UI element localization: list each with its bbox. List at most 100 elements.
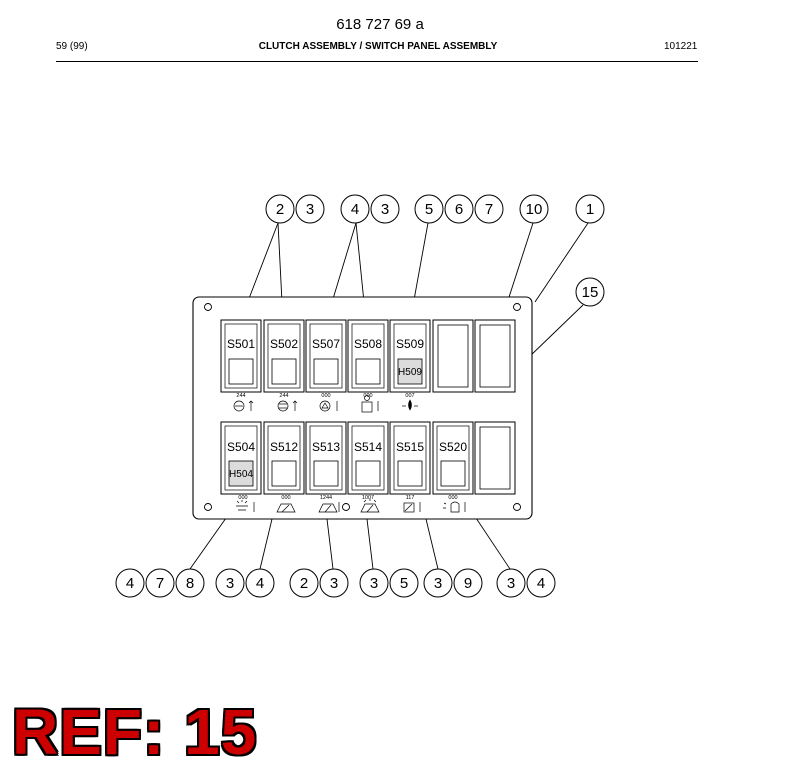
svg-text:4: 4: [537, 575, 545, 592]
svg-text:1: 1: [586, 201, 594, 218]
switch-label: S507: [312, 337, 340, 351]
seat-heater-icon: [361, 395, 379, 413]
callout-bubble: 3: [370, 194, 400, 224]
svg-text:5: 5: [425, 201, 433, 218]
window-wiper-icon: [403, 502, 421, 513]
callout-bubble: 2: [265, 194, 295, 224]
svg-text:4: 4: [256, 575, 264, 592]
callout-bubble: 3: [496, 568, 526, 598]
callout-bubble: 4: [526, 568, 556, 598]
lamp-dash-icon: [233, 400, 254, 412]
switch-s501: S501 244: [220, 319, 262, 399]
ref-label: REF: 15: [12, 696, 258, 768]
switch-symbols-bottom: [236, 499, 466, 513]
switch-label: S515: [396, 440, 424, 454]
switch-label: S514: [354, 440, 382, 454]
blank-switch-3: [474, 421, 516, 495]
svg-text:15: 15: [582, 284, 599, 301]
callout-bubble: 3: [215, 568, 245, 598]
svg-text:9: 9: [464, 575, 472, 592]
switch-s515: S515 117: [389, 421, 431, 501]
callout-bubble: 5: [389, 568, 419, 598]
blank-switch-2: [474, 319, 516, 393]
callout-bubble: 1: [575, 194, 605, 224]
switch-code: 000: [281, 495, 290, 501]
washer-icon: [360, 499, 380, 513]
switch-label: S504: [227, 440, 255, 454]
switch-code: 117: [406, 495, 415, 501]
svg-text:4: 4: [126, 575, 134, 592]
svg-text:3: 3: [507, 575, 515, 592]
beacon-light-icon: [443, 501, 466, 513]
date-code: 101221: [664, 41, 698, 52]
callouts-bottom: 4 7 8 3 4 2 3 3 5 3 9 3 4: [115, 568, 556, 598]
callout-bubble: 3: [423, 568, 453, 598]
switch-code: 244: [279, 393, 288, 399]
header-rule: [56, 61, 698, 62]
callout-bubble: 8: [175, 568, 205, 598]
switch-label: S520: [439, 440, 467, 454]
indicator-label: H504: [229, 469, 253, 480]
switch-label: S512: [270, 440, 298, 454]
callout-bubble: 4: [245, 568, 275, 598]
svg-text:7: 7: [485, 201, 493, 218]
switch-code: 000: [448, 495, 457, 501]
document-number: 618 727 69 a: [336, 16, 424, 33]
switch-label: S508: [354, 337, 382, 351]
switch-symbols-top: [233, 395, 418, 413]
callout-bubble-15: 15: [575, 277, 605, 307]
switch-label: S513: [312, 440, 340, 454]
callout-bubble: 9: [453, 568, 483, 598]
switch-code: 000: [321, 393, 330, 399]
switch-code: 1007: [362, 495, 374, 501]
switch-s507: S507 000: [305, 319, 347, 399]
svg-text:7: 7: [156, 575, 164, 592]
warning-lamp-icon: [319, 400, 338, 412]
wiper-front-icon: [276, 503, 296, 513]
svg-text:4: 4: [351, 201, 359, 218]
page-number: 59 (99): [56, 41, 88, 52]
callout-bubble: 6: [444, 194, 474, 224]
svg-text:3: 3: [306, 201, 314, 218]
svg-text:3: 3: [330, 575, 338, 592]
wiper-rear-icon: [318, 502, 340, 513]
svg-text:8: 8: [186, 575, 194, 592]
switch-code: 1244: [320, 495, 332, 501]
svg-text:10: 10: [526, 201, 543, 218]
switch-code: 244: [236, 393, 245, 399]
switch-label: S509: [396, 337, 424, 351]
callout-bubble: 10: [519, 194, 549, 224]
switch-s509: S509 H509 007: [389, 319, 431, 399]
drop-light-icon: [402, 399, 418, 411]
svg-text:6: 6: [455, 201, 463, 218]
callouts-top: 2 3 4 3 5 6 7 10 1 15: [265, 194, 605, 307]
svg-text:2: 2: [300, 575, 308, 592]
svg-text:3: 3: [370, 575, 378, 592]
svg-text:3: 3: [381, 201, 389, 218]
switch-code: 000: [238, 495, 247, 501]
callout-bubble: 3: [359, 568, 389, 598]
switch-s520: S520 000: [432, 421, 474, 501]
callout-bubble: 2: [289, 568, 319, 598]
page-title: CLUTCH ASSEMBLY / SWITCH PANEL ASSEMBLY: [258, 41, 498, 52]
callout-bubble: 4: [115, 568, 145, 598]
svg-text:5: 5: [400, 575, 408, 592]
callout-bubble: 7: [145, 568, 175, 598]
callout-bubble: 3: [319, 568, 349, 598]
switch-s504: S504 H504 000: [220, 421, 262, 501]
switch-s502: S502 244: [263, 319, 305, 399]
fog-lamp-icon: [277, 400, 298, 412]
switch-code: 007: [405, 393, 414, 399]
switch-s508: S508 000: [347, 319, 389, 399]
callout-bubble: 4: [340, 194, 370, 224]
blank-switch-1: [432, 319, 474, 393]
svg-text:3: 3: [226, 575, 234, 592]
switch-s512: S512 000: [263, 421, 305, 501]
work-light-icon: [236, 500, 255, 512]
switch-s513: S513 1244: [305, 421, 347, 501]
callout-bubble: 5: [414, 194, 444, 224]
callout-bubble: 3: [295, 194, 325, 224]
switch-label: S502: [270, 337, 298, 351]
switch-s514: S514 1007: [347, 421, 389, 501]
